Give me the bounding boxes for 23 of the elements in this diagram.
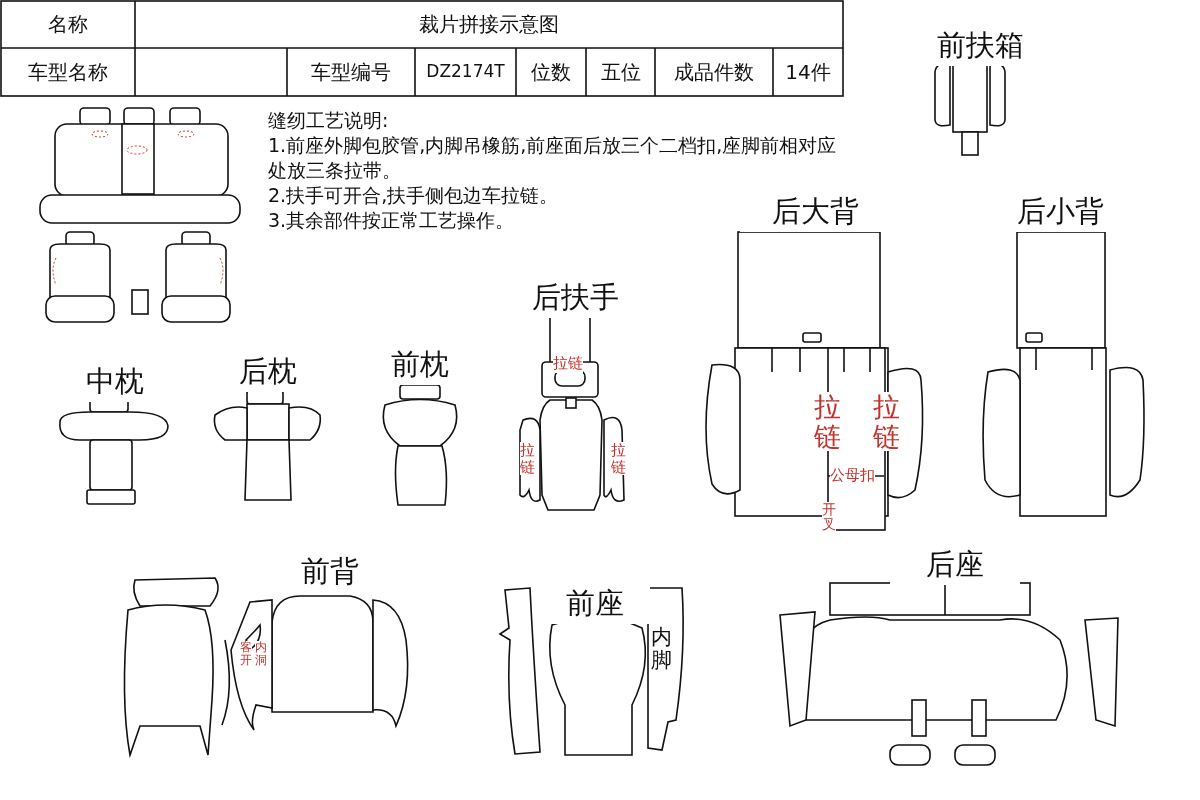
table-cell-text: 成品件数 — [673, 59, 755, 86]
table-cell-text: 名称 — [46, 11, 89, 38]
annotation-text: 开叉 — [822, 502, 836, 533]
notes-heading: 缝纫工艺说明: — [268, 108, 389, 133]
annotation-text: 拉链 — [814, 392, 841, 452]
table-cell-text: 14件 — [784, 59, 832, 86]
note-text: 1.前座外脚包胶管,内脚吊橡筋,前座面后放三个二档扣,座脚前相对应处放三条拉带。 — [268, 133, 838, 183]
note-text: 3.其余部件按正常工艺操作。 — [268, 208, 515, 233]
table-cell-text: 车型名称 — [26, 59, 109, 86]
annotation-text: 公母扣 — [830, 466, 875, 485]
note-text: 2.扶手可开合,扶手侧包边车拉链。 — [268, 183, 559, 208]
table-cell-text: DZ2174T — [425, 61, 506, 81]
table-cell-text: 位数 — [530, 59, 572, 86]
annotation-text: 拉链 — [873, 392, 900, 452]
annotation-text: 拉链 — [611, 442, 626, 475]
annotation-text: 拉链 — [553, 354, 583, 373]
annotation-text: 拉链 — [520, 442, 535, 475]
table-cell-text: 五位 — [599, 59, 642, 86]
table-cell-text: 车型编号 — [310, 59, 392, 86]
annotation-text: 客开 — [240, 641, 252, 668]
table-cell-text: 裁片拼接示意图 — [418, 11, 560, 38]
annotation-text: 内脚 — [651, 626, 672, 673]
annotation-text: 内洞 — [255, 641, 267, 668]
